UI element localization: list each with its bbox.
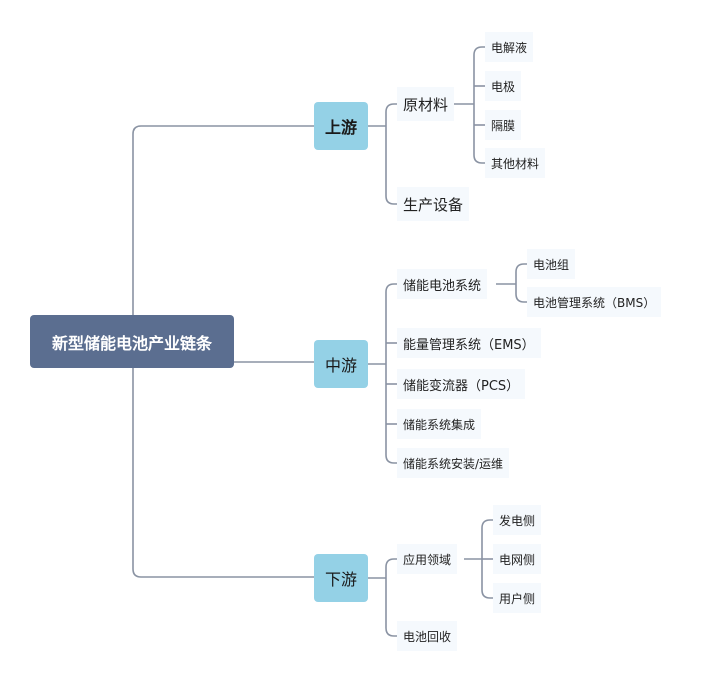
battery-pack-node[interactable]: 电池组 <box>527 249 576 279</box>
ems-node[interactable]: 能量管理系统（EMS） <box>397 328 541 358</box>
root-node[interactable]: 新型储能电池产业链条 <box>30 315 234 368</box>
generation-side-node[interactable]: 发电侧 <box>493 505 542 535</box>
raw-materials-node[interactable]: 原材料 <box>397 87 455 121</box>
electrolyte-node[interactable]: 电解液 <box>485 32 534 62</box>
electrode-node[interactable]: 电极 <box>485 71 522 101</box>
user-side-node[interactable]: 用户侧 <box>493 583 542 613</box>
midstream-node[interactable]: 中游 <box>314 340 368 388</box>
downstream-node[interactable]: 下游 <box>314 554 368 602</box>
upstream-node[interactable]: 上游 <box>314 102 368 150</box>
separator-node[interactable]: 隔膜 <box>485 110 522 140</box>
production-equipment-node[interactable]: 生产设备 <box>397 187 470 221</box>
application-field-node[interactable]: 应用领域 <box>397 544 458 574</box>
pcs-node[interactable]: 储能变流器（PCS） <box>397 369 526 399</box>
battery-recycling-node[interactable]: 电池回收 <box>397 621 458 651</box>
system-integration-node[interactable]: 储能系统集成 <box>397 409 482 439</box>
install-maintenance-node[interactable]: 储能系统安装/运维 <box>397 448 510 478</box>
battery-system-node[interactable]: 储能电池系统 <box>397 269 488 299</box>
bms-node[interactable]: 电池管理系统（BMS） <box>527 287 662 317</box>
grid-side-node[interactable]: 电网侧 <box>493 544 542 574</box>
other-materials-node[interactable]: 其他材料 <box>485 148 546 178</box>
